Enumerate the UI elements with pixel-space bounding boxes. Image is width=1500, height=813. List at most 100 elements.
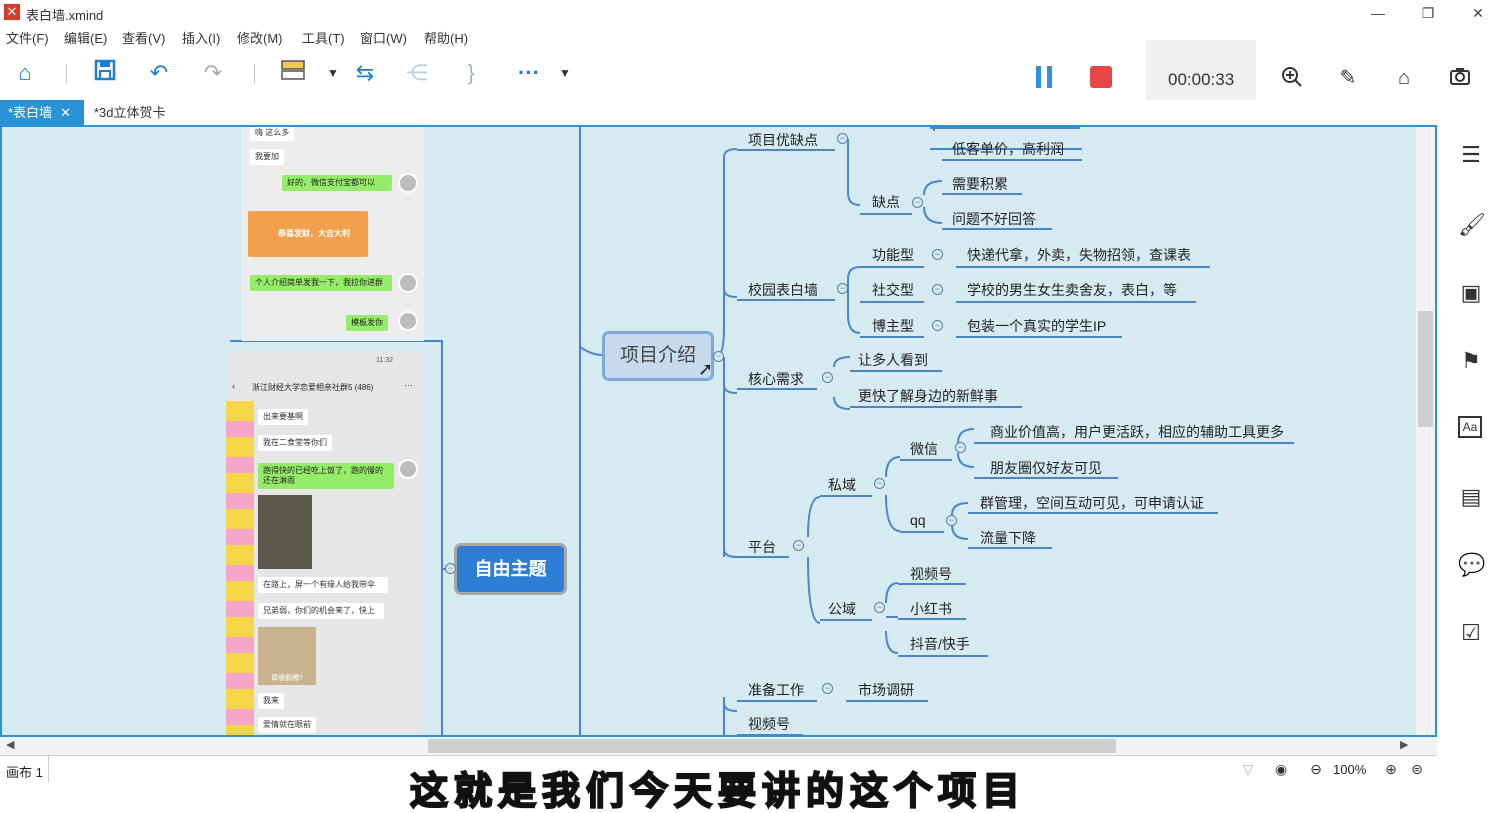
collapse-icon[interactable]: − [932, 284, 943, 295]
image-icon[interactable]: ▣ [1460, 280, 1482, 305]
topic-market[interactable]: 市场调研 [858, 682, 914, 698]
close-tab-icon[interactable]: ✕ [60, 105, 71, 120]
topic-qq-1[interactable]: 群管理，空间互动可见，可申请认证 [980, 495, 1204, 511]
topic-douyin[interactable]: 抖音/快手 [910, 636, 970, 652]
more-icon[interactable]: ··· [518, 60, 540, 85]
collapse-icon[interactable]: − [912, 197, 923, 208]
relationship-icon[interactable]: ⇆ [355, 60, 375, 85]
menu-edit[interactable]: 编辑(E) [64, 31, 108, 46]
topic-public[interactable]: 公域 [828, 601, 856, 617]
collapse-icon[interactable]: − [713, 351, 724, 362]
collapse-icon[interactable]: − [946, 515, 957, 526]
zoom-in-icon[interactable] [1280, 66, 1304, 90]
recorder-home-icon[interactable]: ⌂ [1397, 67, 1411, 89]
menu-view[interactable]: 查看(V) [122, 31, 166, 46]
notes-icon[interactable]: ▤ [1460, 484, 1482, 509]
topic-low-price[interactable]: 低客单价，高利润 [952, 141, 1064, 157]
menu-window[interactable]: 窗口(W) [360, 31, 407, 46]
collapse-icon[interactable]: − [874, 602, 885, 613]
flag-icon[interactable]: ⚑ [1461, 348, 1481, 373]
topic-blogger[interactable]: 博主型 [872, 318, 914, 334]
menu-insert[interactable]: 插入(I) [182, 31, 221, 46]
stop-icon[interactable] [1090, 66, 1112, 88]
close-window-button[interactable]: ✕ [1472, 5, 1484, 21]
collapse-icon[interactable]: − [793, 540, 804, 551]
fit-icon[interactable]: ⊜ [1411, 761, 1423, 777]
topic-qq[interactable]: qq [910, 512, 926, 528]
home-icon[interactable]: ⌂ [18, 60, 32, 85]
save-icon[interactable] [90, 58, 120, 88]
topic-qq-2[interactable]: 流量下降 [980, 530, 1036, 546]
collapse-icon[interactable]: − [837, 133, 848, 144]
tab-3d-card[interactable]: *3d立体贺卡 [86, 100, 174, 125]
collapse-icon[interactable]: − [955, 442, 966, 453]
mindmap-canvas[interactable]: 嗨 这么多 我要加 好的，微信支付宝都可以 恭喜发财，大吉大利 个人介绍简单发我… [0, 125, 1437, 737]
scroll-left-icon[interactable]: ◀ [6, 739, 15, 751]
summary-icon[interactable]: } [467, 60, 475, 85]
vertical-scroll-thumb[interactable] [1418, 311, 1433, 427]
topic-core-needs[interactable]: 核心需求 [748, 371, 804, 387]
topic-cons-2[interactable]: 问题不好回答 [952, 211, 1036, 227]
topic-needs-2[interactable]: 更快了解身边的新鲜事 [858, 388, 998, 404]
menu-help[interactable]: 帮助(H) [424, 31, 469, 46]
topic-blogger-desc[interactable]: 包装一个真实的学生IP [967, 318, 1107, 334]
topic-wechat-2[interactable]: 朋友圈仅好友可见 [990, 460, 1102, 476]
topic-campus-wall[interactable]: 校园表白墙 [748, 282, 818, 298]
topic-platform[interactable]: 平台 [748, 539, 776, 555]
collapse-icon[interactable]: − [822, 372, 833, 383]
topic-functional-desc[interactable]: 快递代拿，外卖，失物招领，查课表 [967, 247, 1191, 263]
collapse-icon[interactable]: − [822, 683, 833, 694]
pen-icon[interactable]: ✎ [1339, 67, 1357, 89]
topic-xhs[interactable]: 小红书 [910, 601, 952, 617]
central-topic-project-intro[interactable]: 项目介绍 [602, 331, 714, 381]
filter-icon[interactable]: ▽ [1242, 761, 1254, 777]
topic-social[interactable]: 社交型 [872, 282, 914, 298]
topic-style-dropdown-icon[interactable]: ▼ [327, 66, 339, 80]
camera-icon[interactable] [1448, 66, 1472, 90]
redo-icon[interactable]: ↷ [203, 60, 223, 85]
tab-bar: *表白墙✕ *3d立体贺卡 [0, 100, 1500, 125]
topic-wechat[interactable]: 微信 [910, 441, 938, 457]
collapse-icon[interactable]: − [874, 478, 885, 489]
eye-icon[interactable]: ◉ [1274, 761, 1288, 777]
task-icon[interactable]: ☑ [1461, 620, 1481, 645]
topic-functional[interactable]: 功能型 [872, 247, 914, 263]
zoom-in-status-icon[interactable]: ⊕ [1385, 761, 1397, 777]
comment-icon[interactable]: 💬 [1458, 552, 1486, 577]
topic-needs-1[interactable]: 让多人看到 [858, 352, 928, 368]
free-topic[interactable]: 自由主题 [454, 543, 567, 595]
topic-wechat-1[interactable]: 商业价值高，用户更活跃，相应的辅助工具更多 [990, 424, 1284, 440]
collapse-icon[interactable]: − [837, 283, 848, 294]
horizontal-scroll-thumb[interactable] [428, 739, 1116, 753]
restore-button[interactable]: ❐ [1421, 5, 1435, 21]
topic-private[interactable]: 私域 [828, 477, 856, 493]
topic-prep[interactable]: 准备工作 [748, 682, 804, 698]
scroll-right-icon[interactable]: ▶ [1400, 739, 1409, 751]
outline-icon[interactable]: ☰ [1461, 142, 1481, 167]
sheet-tab[interactable]: 画布 1 [6, 765, 43, 780]
topic-social-desc[interactable]: 学校的男生女生卖舍友，表白，等 [967, 282, 1177, 298]
menu-file[interactable]: 文件(F) [6, 31, 49, 46]
collapse-icon[interactable]: − [445, 563, 456, 574]
text-style-icon[interactable]: Aa [1458, 416, 1482, 438]
topic-pros-cons[interactable]: 项目优缺点 [748, 132, 818, 148]
collapse-icon[interactable]: − [932, 249, 943, 260]
format-brush-icon[interactable]: 🖌 [1458, 212, 1486, 237]
topic-video2[interactable]: 视频号 [748, 716, 790, 732]
topic-cons-1[interactable]: 需要积累 [952, 176, 1008, 192]
horizontal-scrollbar[interactable]: ◀ ▶ [0, 737, 1437, 755]
structure-icon[interactable]: ⋲ [406, 60, 428, 85]
minimize-button[interactable]: — [1371, 5, 1385, 21]
pause-icon[interactable] [1036, 66, 1054, 88]
topic-cons[interactable]: 缺点 [872, 194, 900, 210]
menu-tools[interactable]: 工具(T) [302, 31, 345, 46]
collapse-icon[interactable]: − [932, 320, 943, 331]
more-dropdown-icon[interactable]: ▼ [559, 66, 571, 80]
undo-icon[interactable]: ↶ [149, 60, 169, 85]
topic-style-icon[interactable] [278, 58, 308, 88]
zoom-out-icon[interactable]: ⊖ [1310, 761, 1322, 777]
tab-biaobaiqiang[interactable]: *表白墙✕ [0, 100, 84, 125]
menu-modify[interactable]: 修改(M) [237, 31, 283, 46]
vertical-scrollbar[interactable] [1416, 127, 1435, 735]
topic-video[interactable]: 视频号 [910, 566, 952, 582]
